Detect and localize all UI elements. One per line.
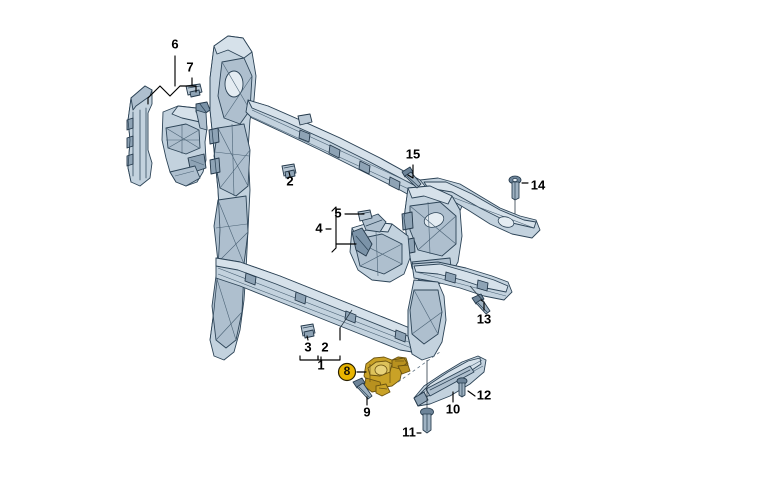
callout-labels: 1 2 2 3 4 5 6 7 9 10 11 12 13 14 15 (171, 36, 546, 439)
leader-2-upper (288, 171, 291, 177)
fastener-bolt-14 (508, 175, 522, 201)
part-lower-right-leg (407, 279, 447, 361)
fastener-screw-9 (352, 377, 373, 400)
callout-7: 7 (186, 59, 193, 74)
part-upper-right-arm (419, 177, 541, 239)
callout-2: 2 (286, 173, 293, 188)
part-upper-cross-member (245, 99, 463, 217)
callout-6: 6 (171, 36, 178, 51)
callout-11: 11 (402, 424, 416, 439)
fastener-bolt-11 (420, 407, 434, 434)
part-bumper-reinforcement-10 (413, 355, 487, 407)
callout-8-highlighted: 8 (337, 362, 357, 382)
leader-8 (356, 351, 441, 383)
callout-5: 5 (334, 205, 341, 220)
callout-3: 3 (304, 339, 311, 354)
callout-9: 9 (363, 404, 370, 419)
part-lower-right-cross-member (411, 261, 513, 301)
leader-11 (416, 360, 428, 434)
leader-15 (407, 164, 414, 179)
part-middle-cross-member (349, 213, 411, 283)
leader-12 (467, 390, 476, 397)
part-clip-3 (300, 323, 316, 339)
highlight-marker-circle (337, 362, 357, 382)
callout-13: 13 (477, 311, 491, 326)
callout-15: 15 (406, 146, 420, 161)
callout-2b: 2 (321, 339, 328, 354)
part-highlighted-latch-8 (363, 356, 411, 397)
callout-14: 14 (531, 177, 546, 192)
leader-6 (147, 55, 197, 105)
part-left-air-duct (126, 85, 153, 187)
callout-12: 12 (477, 387, 491, 402)
callout-4: 4 (315, 220, 323, 235)
part-headlamp-support-bracket (161, 101, 211, 187)
callout-10: 10 (446, 401, 460, 416)
leader-4-5 (325, 206, 365, 253)
callout-8: 8 (344, 364, 351, 378)
leader-14 (514, 182, 529, 214)
part-lock-carrier-pillar (208, 35, 257, 361)
callout-1: 1 (317, 357, 324, 372)
fastener-bolt-12 (456, 377, 468, 398)
leader-13 (469, 285, 485, 311)
leader-1-2-3 (299, 309, 353, 361)
part-clip-7 (185, 83, 203, 98)
